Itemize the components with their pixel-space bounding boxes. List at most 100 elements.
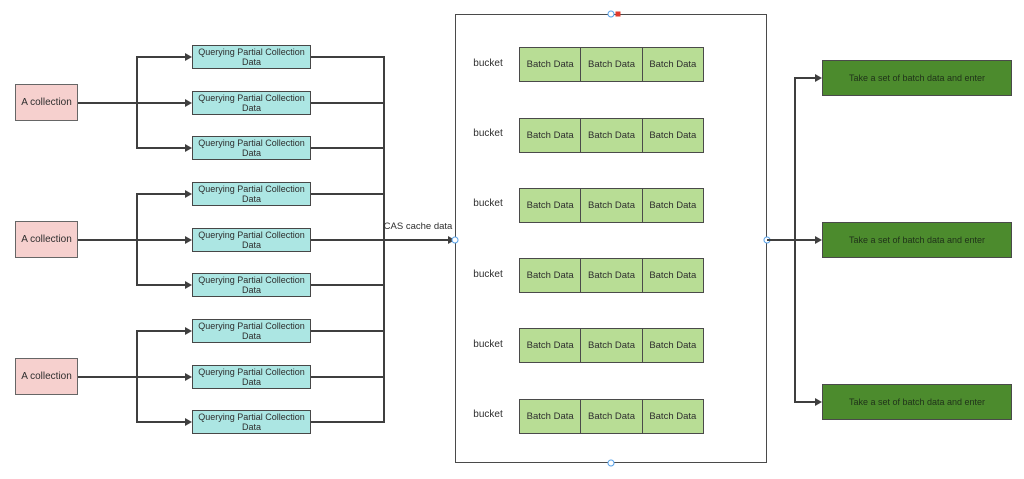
connector-line	[794, 77, 816, 79]
connector-line	[311, 102, 384, 104]
batch-data-cell[interactable]: Batch Data	[580, 48, 642, 81]
connector-line	[136, 421, 186, 423]
bucket-row[interactable]: Batch Data Batch Data Batch Data	[519, 258, 704, 293]
connector-line	[136, 56, 186, 58]
output-box[interactable]: Take a set of batch data and enter	[822, 222, 1012, 258]
bucket-row[interactable]: Batch Data Batch Data Batch Data	[519, 328, 704, 363]
batch-data-cell[interactable]: Batch Data	[580, 259, 642, 292]
query-label: Querying Partial Collection Data	[198, 183, 305, 204]
bucket-row[interactable]: Batch Data Batch Data Batch Data	[519, 188, 704, 223]
connector-line	[136, 330, 186, 332]
selection-handle-left[interactable]	[451, 236, 459, 244]
collection-box[interactable]: A collection	[15, 221, 78, 258]
query-box[interactable]: Querying Partial Collection Data	[192, 273, 311, 297]
query-box[interactable]: Querying Partial Collection Data	[192, 91, 311, 115]
batch-data-cell[interactable]: Batch Data	[580, 189, 642, 222]
connector-line	[311, 284, 384, 286]
query-box[interactable]: Querying Partial Collection Data	[192, 365, 311, 389]
collection-label: A collection	[21, 234, 72, 245]
query-label: Querying Partial Collection Data	[198, 229, 305, 250]
arrowhead	[185, 53, 192, 61]
query-box[interactable]: Querying Partial Collection Data	[192, 136, 311, 160]
batch-data-cell[interactable]: Batch Data	[520, 119, 581, 152]
arrowhead	[185, 144, 192, 152]
arrowhead	[185, 418, 192, 426]
batch-data-cell[interactable]: Batch Data	[520, 48, 581, 81]
batch-data-cell[interactable]: Batch Data	[520, 259, 581, 292]
output-label: Take a set of batch data and enter	[848, 73, 986, 83]
collection-label: A collection	[21, 371, 72, 382]
connector-line	[78, 102, 186, 104]
query-box[interactable]: Querying Partial Collection Data	[192, 182, 311, 206]
connector-line	[794, 77, 796, 403]
arrowhead	[815, 74, 822, 82]
query-box[interactable]: Querying Partial Collection Data	[192, 45, 311, 69]
batch-data-cell[interactable]: Batch Data	[641, 48, 703, 81]
connector-line	[311, 56, 384, 58]
batch-data-cell[interactable]: Batch Data	[580, 119, 642, 152]
query-label: Querying Partial Collection Data	[198, 366, 305, 387]
query-box[interactable]: Querying Partial Collection Data	[192, 319, 311, 343]
bucket-row[interactable]: Batch Data Batch Data Batch Data	[519, 399, 704, 434]
arrowhead	[815, 398, 822, 406]
batch-data-cell[interactable]: Batch Data	[641, 189, 703, 222]
output-box[interactable]: Take a set of batch data and enter	[822, 60, 1012, 96]
connector-line	[136, 56, 138, 149]
selection-handle-bottom[interactable]	[607, 459, 615, 467]
query-label: Querying Partial Collection Data	[198, 92, 305, 113]
collection-box[interactable]: A collection	[15, 358, 78, 395]
selection-handle-top[interactable]	[607, 10, 615, 18]
query-label: Querying Partial Collection Data	[198, 320, 305, 341]
connector-line	[136, 284, 186, 286]
arrowhead	[185, 99, 192, 107]
connector-line	[767, 239, 816, 241]
arrowhead	[185, 281, 192, 289]
bucket-label: bucket	[473, 339, 503, 350]
query-box[interactable]: Querying Partial Collection Data	[192, 410, 311, 434]
query-label: Querying Partial Collection Data	[198, 274, 305, 295]
batch-data-cell[interactable]: Batch Data	[641, 329, 703, 362]
query-box[interactable]: Querying Partial Collection Data	[192, 228, 311, 252]
bucket-label: bucket	[473, 269, 503, 280]
connector-line	[136, 330, 138, 423]
cache-container[interactable]	[455, 14, 767, 463]
arrowhead	[185, 190, 192, 198]
connector-line	[383, 56, 385, 423]
connector-line	[78, 239, 186, 241]
bucket-row[interactable]: Batch Data Batch Data Batch Data	[519, 118, 704, 153]
connector-line	[136, 193, 186, 195]
connector-line	[311, 330, 384, 332]
batch-data-cell[interactable]: Batch Data	[520, 189, 581, 222]
arrowhead	[815, 236, 822, 244]
query-label: Querying Partial Collection Data	[198, 411, 305, 432]
connector-line	[136, 193, 138, 286]
query-label: Querying Partial Collection Data	[198, 137, 305, 158]
batch-data-cell[interactable]: Batch Data	[641, 119, 703, 152]
batch-data-cell[interactable]: Batch Data	[580, 400, 642, 433]
collection-box[interactable]: A collection	[15, 84, 78, 121]
batch-data-cell[interactable]: Batch Data	[641, 400, 703, 433]
bucket-label: bucket	[473, 58, 503, 69]
arrowhead	[185, 373, 192, 381]
bucket-label: bucket	[473, 198, 503, 209]
batch-data-cell[interactable]: Batch Data	[520, 400, 581, 433]
connector-line	[311, 193, 384, 195]
query-label: Querying Partial Collection Data	[198, 46, 305, 67]
collection-label: A collection	[21, 97, 72, 108]
selection-handle-red[interactable]	[615, 11, 621, 17]
arrowhead	[185, 327, 192, 335]
connector-line	[311, 239, 384, 241]
output-box[interactable]: Take a set of batch data and enter	[822, 384, 1012, 420]
batch-data-cell[interactable]: Batch Data	[641, 259, 703, 292]
output-label: Take a set of batch data and enter	[848, 235, 986, 245]
connector-line	[136, 147, 186, 149]
batch-data-cell[interactable]: Batch Data	[520, 329, 581, 362]
batch-data-cell[interactable]: Batch Data	[580, 329, 642, 362]
bucket-label: bucket	[473, 128, 503, 139]
connector-line	[311, 147, 384, 149]
bucket-label: bucket	[473, 409, 503, 420]
connector-line	[384, 239, 448, 241]
bucket-row[interactable]: Batch Data Batch Data Batch Data	[519, 47, 704, 82]
output-label: Take a set of batch data and enter	[848, 397, 986, 407]
